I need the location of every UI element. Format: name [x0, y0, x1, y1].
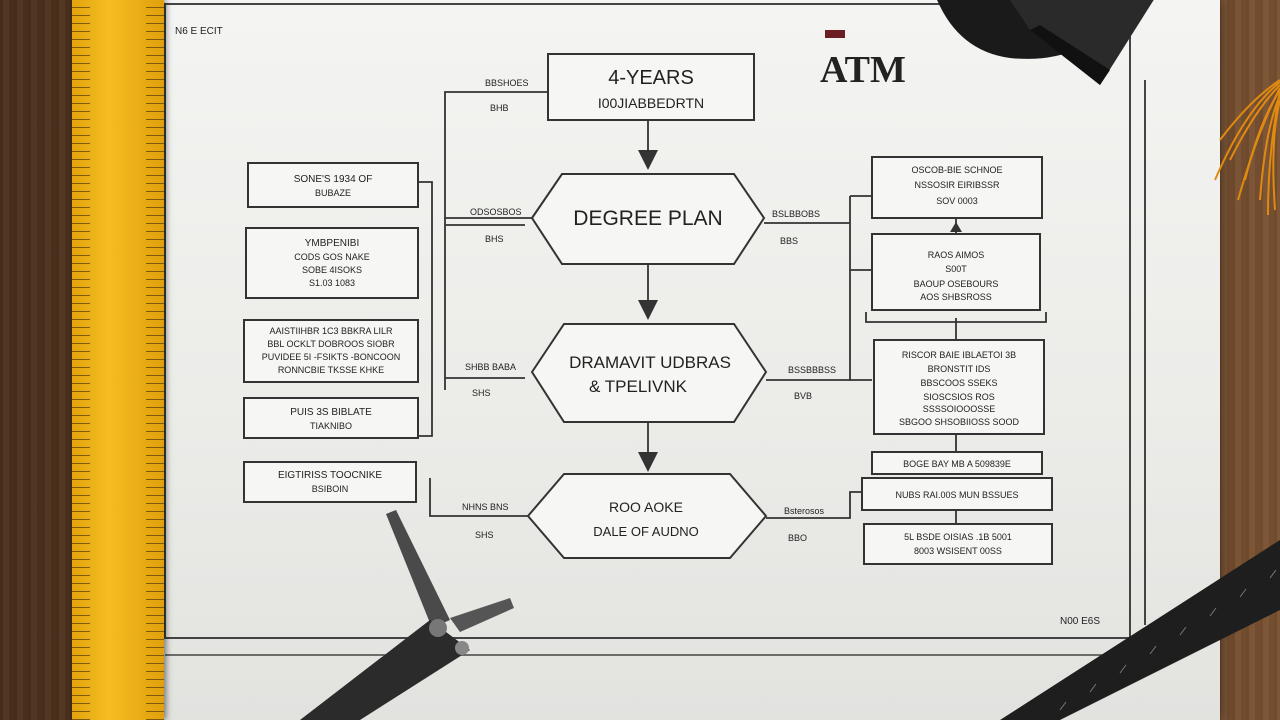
- right-connector-2-bottom: BVB: [794, 391, 812, 401]
- right-box-3-line-3: BBSCOOS SSEKS: [920, 378, 997, 388]
- right-box-6-line-2: 8003 WSISENT 00SS: [914, 546, 1002, 556]
- hexagon-degree-plan: [530, 173, 766, 265]
- left-connector-1-bottom: BHB: [490, 103, 509, 113]
- left-box-1-line-2: BUBAZE: [315, 188, 351, 198]
- left-box-5: [243, 461, 417, 503]
- logo-text: ATM: [820, 49, 906, 91]
- left-box-4-line-1: PUIS 3S BIBLATE: [290, 407, 372, 418]
- hex-degree-plan-label: DEGREE PLAN: [573, 207, 722, 230]
- hexagon-second-stage: [530, 323, 768, 423]
- right-box-1-line-3: SOV 0003: [936, 196, 978, 206]
- right-connectors: [764, 195, 1047, 524]
- top-box-line1: 4-YEARS: [608, 67, 694, 89]
- left-box-1-line-1: SONE'S 1934 OF: [294, 174, 373, 185]
- right-box-1-line-2: NSSOSIR EIRIBSSR: [914, 180, 1000, 190]
- university-logo: ATM: [820, 30, 906, 91]
- left-box-2-line-2: CODS GOS NAKE: [294, 252, 370, 262]
- left-box-2-line-1: YMBPENIBI: [305, 238, 359, 249]
- left-box-4: [243, 397, 419, 439]
- left-connectors: [418, 91, 548, 517]
- hex3-line1: ROO AOKE: [609, 499, 683, 515]
- right-box-4-line-1: BOGE BAY MB A 509839E: [903, 459, 1011, 469]
- corner-label-bottom: N00 E6S: [1060, 616, 1100, 627]
- hex3-line2: DALE OF AUDNO: [593, 524, 698, 539]
- arrow-down-icon: [638, 300, 658, 320]
- right-connector-1-bottom: BBS: [780, 236, 798, 246]
- left-connector-3-top: SHBB BABA: [465, 362, 516, 372]
- left-box-3-line-2: BBL OCKLT DOBROOS SIOBR: [267, 339, 395, 349]
- right-connector-3-bottom: BBO: [788, 533, 807, 543]
- right-box-6: [863, 523, 1053, 565]
- left-box-2: [245, 227, 419, 299]
- tassel-icon: [1214, 79, 1280, 216]
- right-box-4: [871, 451, 1043, 475]
- right-box-1: [871, 156, 1043, 219]
- left-box-5-line-2: BSIBOIN: [312, 484, 349, 494]
- right-box-3-line-6: SBGOO SHSOBIIOSS SOOD: [899, 417, 1020, 427]
- right-connector-1-top: BSLBBOBS: [772, 209, 820, 219]
- blueprint-sheet: N6 E ECIT N00 E6S ATM 4-YEARS I00JIABBED…: [160, 0, 1220, 720]
- arrow-up-icon: [950, 222, 962, 232]
- right-box-5-line-1: NUBS RAI.00S MUN BSSUES: [895, 490, 1018, 500]
- left-connector-4-top: NHNS BNS: [462, 502, 509, 512]
- right-box-5: [861, 477, 1053, 511]
- top-box-line2: I00JIABBEDRTN: [598, 95, 704, 111]
- left-box-3-line-4: RONNCBIE TKSSE KHKE: [278, 365, 384, 375]
- graduation-cap-icon: [937, 0, 1154, 85]
- left-box-1: [247, 162, 419, 208]
- right-box-6-line-1: 5L BSDE OISIAS .1B 5001: [904, 532, 1012, 542]
- yellow-ruler: [72, 0, 164, 720]
- left-box-2-line-3: SOBE 4ISOKS: [302, 265, 362, 275]
- hexagon-third-stage: [526, 473, 768, 559]
- left-box-3-line-1: AAISTIIHBR 1C3 BBKRA LILR: [269, 326, 393, 336]
- arrow-down-icon: [638, 452, 658, 472]
- black-ruler: [1000, 540, 1280, 720]
- right-box-3-line-5: SSSSOIOOOSSE: [923, 404, 996, 414]
- right-box-2-line-1: RAOS AIMOS: [928, 250, 985, 260]
- left-connector-3-bottom: SHS: [472, 388, 491, 398]
- right-box-2: [871, 233, 1041, 311]
- hex2-line1: DRAMAVIT UDBRAS: [569, 353, 731, 372]
- left-box-2-line-4: S1.03 1083: [309, 278, 355, 288]
- left-connector-2-bottom: BHS: [485, 234, 504, 244]
- left-connector-1-top: BBSHOES: [485, 78, 529, 88]
- sheet-border: [164, 3, 1131, 639]
- flowchart-diagram: N6 E ECIT N00 E6S ATM 4-YEARS I00JIABBED…: [164, 3, 1160, 656]
- hex2-line2: & TPELIVNK: [589, 377, 688, 396]
- right-connector-2-top: BSSBBBSS: [788, 365, 836, 375]
- right-box-2-line-3: BAOUP OSEBOURS: [914, 279, 999, 289]
- left-connector-4-bottom: SHS: [475, 530, 494, 540]
- right-box-2-line-2: S00T: [945, 264, 967, 274]
- left-connector-2-top: ODSOSBOS: [470, 207, 522, 217]
- top-box-four-years: [547, 53, 755, 121]
- right-box-3-line-4: SIOSCSIOS ROS: [923, 392, 995, 402]
- right-box-3: [873, 339, 1045, 435]
- right-box-1-line-1: OSCOB-BIE SCHNOE: [911, 165, 1002, 175]
- corner-label-top: N6 E ECIT: [175, 26, 223, 37]
- left-box-3-line-3: PUVIDEE 5I -FSIKTS -BONCOON: [262, 352, 401, 362]
- right-box-2-line-4: AOS SHBSROSS: [920, 292, 992, 302]
- utility-knife-icon: [300, 510, 514, 720]
- left-box-3: [243, 319, 419, 383]
- right-connector-3-top: Bsterosos: [784, 506, 825, 516]
- right-box-3-line-1: RISCOR BAIE IBLAETOI 3B: [902, 350, 1016, 360]
- right-box-3-line-2: BRONSTIT IDS: [928, 364, 991, 374]
- arrow-down-icon: [638, 150, 658, 170]
- left-box-5-line-1: EIGTIRISS TOOCNIKE: [278, 470, 382, 481]
- left-box-4-line-2: TIAKNIBO: [310, 421, 352, 431]
